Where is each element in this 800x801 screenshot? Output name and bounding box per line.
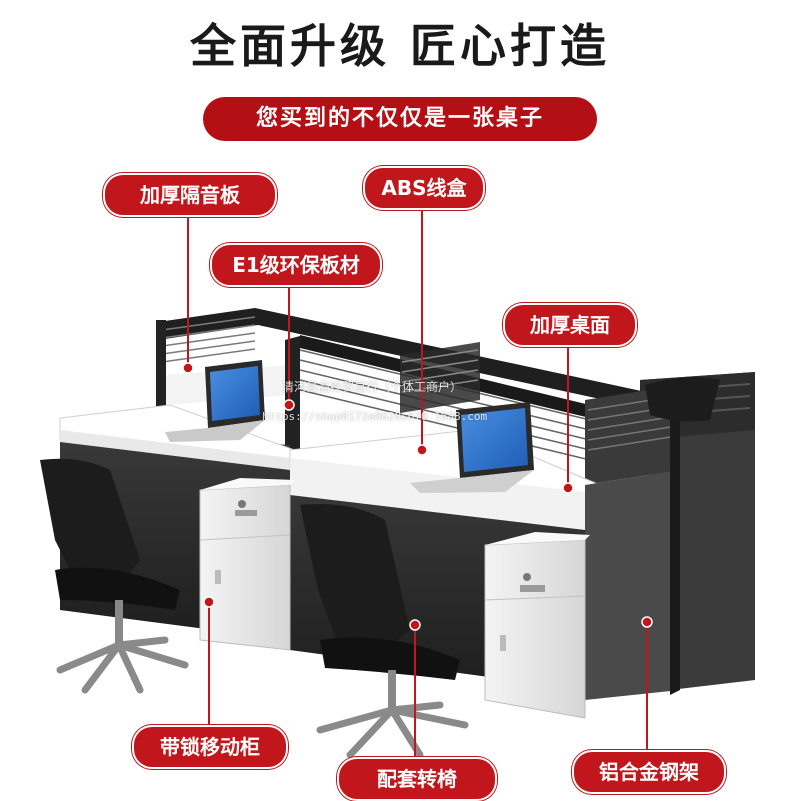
label-partition: 加厚隔音板 <box>103 173 277 217</box>
right-cabinet <box>484 532 590 719</box>
watermark-shop-name: 清河县品锋贸易行（个体工商户） <box>282 380 463 394</box>
watermark-url: https://shop0172e0628s670.1688.com <box>262 410 488 423</box>
label-e1-board: E1级环保板材 <box>210 243 382 287</box>
leader-lines <box>187 205 648 757</box>
left-cabinet <box>199 478 295 651</box>
right-laptop <box>410 402 534 493</box>
left-chair <box>40 458 189 694</box>
label-abs-box: ABS线盒 <box>363 166 485 210</box>
label-chair: 配套转椅 <box>337 757 497 801</box>
subheadline-banner: 您买到的不仅仅是一张桌子 <box>203 97 597 141</box>
right-chair <box>300 504 469 759</box>
headline: 全面升级 匠心打造 <box>189 19 610 73</box>
label-desktop: 加厚桌面 <box>503 303 637 347</box>
label-locking-cabinet: 带锁移动柜 <box>132 725 288 769</box>
left-laptop <box>165 360 265 442</box>
rear-chair <box>645 376 720 422</box>
leader-dots <box>182 362 653 631</box>
label-frame: 铝合金钢架 <box>572 750 726 794</box>
